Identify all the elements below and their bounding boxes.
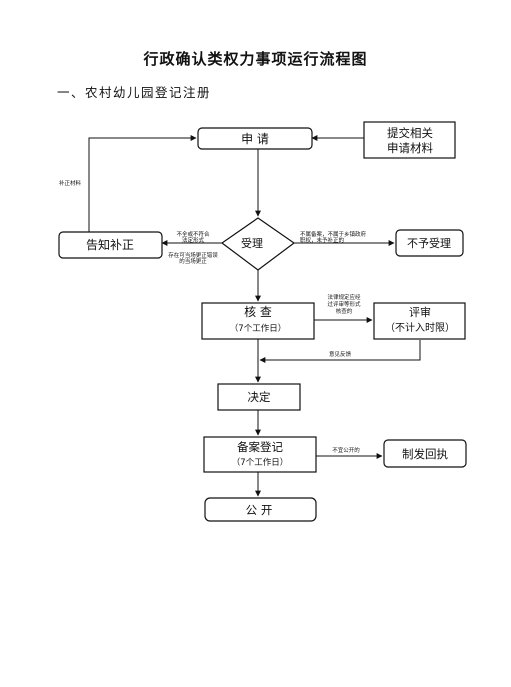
node-submit-materials: [363, 121, 456, 159]
node-check-days: （7个工作日）: [230, 323, 286, 334]
node-submit-label-1: 提交相关: [387, 126, 433, 140]
edge-label-feedback: 意见反馈: [329, 350, 352, 358]
node-publish-label: 公 开: [246, 503, 273, 517]
node-check-label: 核 查: [244, 305, 272, 319]
section-heading: 一、农村幼儿园登记注册: [57, 85, 212, 100]
edge-label-supplement: 补正材料: [59, 179, 82, 187]
node-reject-label: 不予受理: [407, 237, 451, 250]
edge-label-correctable-2: 的当场更正: [179, 257, 207, 265]
edge-label-not-filing-1: 不属备案，不属于乡镇政府: [300, 230, 367, 238]
node-review-days: （不计入时限）: [385, 321, 455, 334]
edge-label-incomplete-2: 法定形式: [182, 236, 205, 244]
node-decide: [217, 383, 301, 411]
node-reject: [395, 229, 464, 257]
node-certificate-label: 制发回执: [402, 447, 448, 461]
node-review-label: 评审: [409, 305, 431, 319]
edge-notify-to-apply: [88, 135, 197, 232]
node-accept: [220, 217, 296, 271]
node-notify: [58, 231, 163, 259]
edge-label-incomplete-1: 不全或不符合: [176, 230, 210, 238]
node-decide-label: 决定: [248, 390, 271, 404]
edge-label-not-filing-2: 职权，未予补正的: [300, 236, 345, 244]
node-apply-label: 申 请: [241, 132, 269, 146]
edge-review-feedback: [259, 340, 421, 363]
node-record: [203, 436, 317, 473]
node-apply: [197, 127, 313, 150]
node-accept-label: 受理: [241, 237, 263, 250]
page-title: 行政确认类权力事项运行流程图: [143, 50, 368, 68]
node-check: [201, 302, 315, 340]
edge-label-review-cond-3: 核查的: [336, 307, 353, 315]
node-notify-label: 告知补正: [86, 238, 134, 252]
node-review: [373, 302, 466, 340]
edge-label-review-cond-2: 过评审等形式: [327, 300, 361, 308]
edge-label-review-cond-1: 法律规定应经: [327, 293, 361, 301]
node-record-days: （7个工作日）: [232, 457, 288, 468]
node-certificate: [383, 439, 467, 468]
edge-label-not-public: 不宜公开的: [332, 446, 360, 454]
node-submit-label-2: 申请材料: [387, 141, 433, 155]
edge-label-correctable-1: 存在可当场更正错误: [168, 251, 218, 259]
node-publish: [204, 497, 317, 522]
node-record-label: 备案登记: [237, 440, 283, 454]
